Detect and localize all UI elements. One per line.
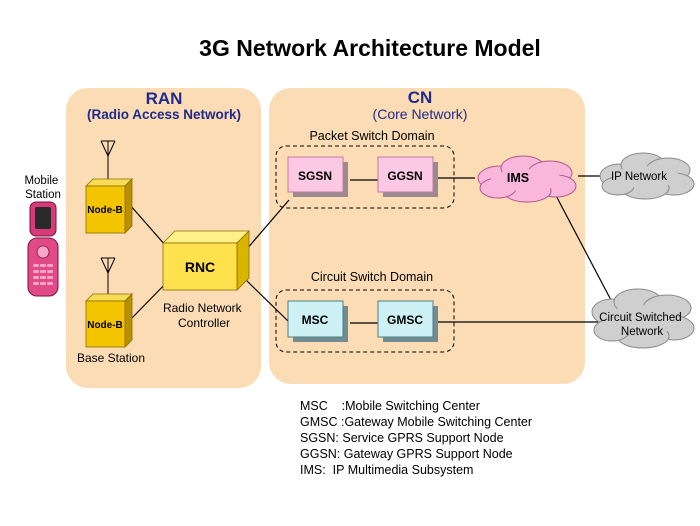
circuit-domain-box xyxy=(275,289,455,353)
rnc-node: RNC xyxy=(162,230,250,291)
ims-cloud: IMS xyxy=(477,155,577,203)
ip-network-label: IP Network xyxy=(611,171,667,183)
diagram-title: 3G Network Architecture Model xyxy=(199,35,541,61)
cn-heading: CN xyxy=(408,88,433,107)
node-b-top: Node-B xyxy=(85,178,133,234)
link-ims-circuitnet xyxy=(551,187,613,303)
ran-heading: RAN xyxy=(146,89,183,108)
link-rnc-msc xyxy=(245,279,290,323)
mobile-station-label: Mobile Station xyxy=(24,175,61,201)
ip-network-cloud: IP Network xyxy=(599,152,695,200)
antenna-icon-bottom xyxy=(100,257,116,296)
legend-item-ggsn: GGSN: Gateway GPRS Support Node xyxy=(300,447,513,461)
ggsn-node: GGSN xyxy=(377,156,438,197)
legend-item-gmsc: GMSC :Gateway Mobile Switching Center xyxy=(300,415,533,429)
rnc-caption: Radio Network Controller xyxy=(163,301,245,330)
cn-subheading: (Core Network) xyxy=(373,106,468,122)
packet-domain-label: Packet Switch Domain xyxy=(309,129,434,143)
gmsc-node: GMSC xyxy=(377,300,438,342)
circuit-domain-label: Circuit Switch Domain xyxy=(311,270,433,284)
msc-label: MSC xyxy=(302,313,329,327)
rnc-label: RNC xyxy=(185,259,215,275)
link-rnc-sgsn xyxy=(245,199,290,251)
node-b-top-label: Node-B xyxy=(87,205,123,216)
sgsn-label: SGSN xyxy=(298,169,332,183)
node-b-bottom-label: Node-B xyxy=(87,320,123,331)
ran-subheading: (Radio Access Network) xyxy=(87,107,241,122)
ggsn-label: GGSN xyxy=(387,169,422,183)
legend-item-ims: IMS: IP Multimedia Subsystem xyxy=(300,463,474,477)
base-station-label: Base Station xyxy=(77,351,145,365)
gmsc-label: GMSC xyxy=(387,313,423,327)
antenna-icon-top xyxy=(100,140,116,181)
circuit-switched-network-label: Circuit Switched Network xyxy=(599,312,685,338)
abbreviation-legend: MSC :Mobile Switching Center GMSC :Gatew… xyxy=(300,398,532,478)
msc-node: MSC xyxy=(287,300,348,342)
ims-label: IMS xyxy=(507,171,529,185)
mobile-phone-icon xyxy=(27,201,59,297)
node-b-bottom: Node-B xyxy=(85,293,133,348)
packet-domain-box xyxy=(275,145,455,209)
sgsn-node: SGSN xyxy=(287,156,348,197)
legend-item-msc: MSC :Mobile Switching Center xyxy=(300,399,480,413)
circuit-switched-network-cloud: Circuit Switched Network xyxy=(591,288,695,349)
legend-item-sgsn: SGSN: Service GPRS Support Node xyxy=(300,431,504,445)
